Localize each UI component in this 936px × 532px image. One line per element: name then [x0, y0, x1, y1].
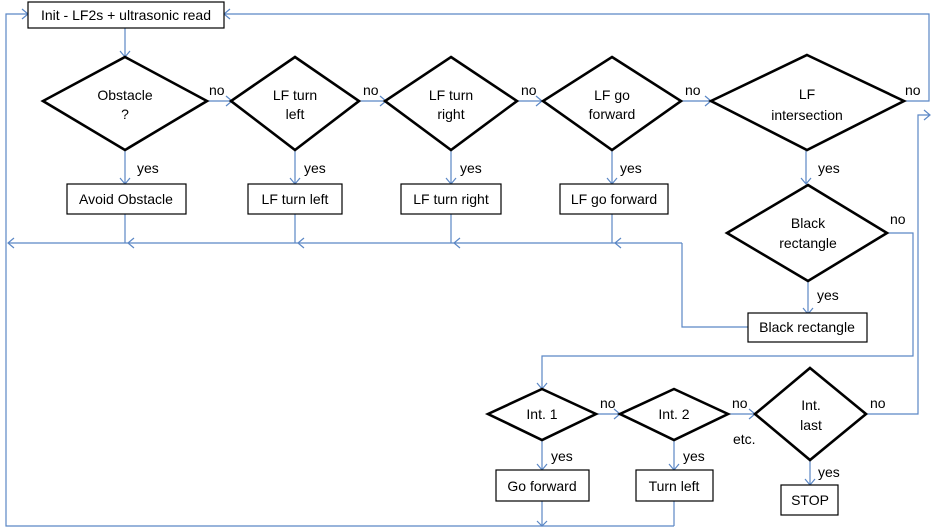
lf-turn-left-q-label-2: left — [286, 106, 305, 122]
go-forward-label: Go forward — [507, 478, 576, 494]
lf-turn-right-q-label: LF turn — [429, 87, 473, 103]
edge-lfinter-no-loop — [224, 13, 930, 102]
lf-intersection-label-2: intersection — [771, 107, 843, 123]
obstacle-label: Obstacle — [97, 87, 152, 103]
arrowhead — [800, 177, 812, 185]
return-line-bottom — [5, 13, 674, 527]
lf-turn-right-decision — [382, 55, 520, 152]
label-no-lfleft: no — [363, 82, 379, 98]
turn-left-label: Turn left — [649, 478, 700, 494]
label-yes-int2: yes — [683, 448, 705, 464]
lf-turn-left-label: LF turn left — [262, 191, 329, 207]
black-rectangle-q-label-2: rectangle — [779, 235, 837, 251]
lf-turn-left-decision — [228, 55, 362, 152]
edge-black-return — [681, 243, 748, 328]
arrowhead — [7, 237, 15, 249]
label-no-obstacle: no — [209, 82, 225, 98]
label-no-int2: no — [732, 395, 748, 411]
avoid-obstacle-box — [66, 183, 187, 215]
label-yes-int1: yes — [551, 448, 573, 464]
turn-left-box — [635, 469, 714, 502]
int-2-decision — [616, 387, 732, 442]
arrowhead — [453, 237, 461, 249]
label-yes-obstacle: yes — [137, 160, 159, 176]
black-rectangle-q-label: Black — [791, 215, 826, 231]
lf-go-forward-box — [559, 183, 669, 215]
edge-black-no — [541, 232, 914, 388]
go-forward-box — [495, 469, 590, 502]
black-rectangle-label: Black rectangle — [759, 319, 855, 335]
int-last-label-2: last — [800, 417, 822, 433]
label-yes-intlast: yes — [818, 464, 840, 480]
label-yes-lffwd: yes — [620, 160, 642, 176]
nodes: Init - LF2s + ultrasonic read Obstacle ?… — [27, 1, 907, 516]
label-yes-black: yes — [817, 287, 839, 303]
label-no-int1: no — [600, 395, 616, 411]
lf-intersection-decision — [708, 53, 907, 152]
label-no-black: no — [890, 211, 906, 227]
arrowhead — [614, 237, 622, 249]
label-yes-lfright: yes — [460, 160, 482, 176]
label-no-lffwd: no — [685, 82, 701, 98]
int-1-decision — [484, 387, 600, 442]
black-rectangle-decision — [724, 183, 890, 283]
lf-turn-left-q-label: LF turn — [273, 87, 317, 103]
lf-go-forward-q-label-2: forward — [589, 106, 636, 122]
black-rectangle-box — [747, 312, 868, 343]
int-last-label: Int. — [801, 397, 820, 413]
label-etc: etc. — [733, 431, 756, 447]
edge-labels: no no no no no yes yes yes yes yes no ye… — [137, 82, 921, 480]
lf-intersection-label: LF — [799, 86, 815, 102]
lf-go-forward-q-label: LF go — [594, 87, 630, 103]
arrowhead — [127, 237, 135, 249]
int-2-label: Int. 2 — [658, 406, 689, 422]
label-no-intlast: no — [870, 395, 886, 411]
label-yes-lfleft: yes — [304, 160, 326, 176]
obstacle-decision — [40, 55, 210, 152]
init-box — [27, 1, 225, 29]
int-1-label: Int. 1 — [526, 406, 557, 422]
label-yes-lfinter: yes — [818, 160, 840, 176]
lf-turn-right-label: LF turn right — [413, 191, 489, 207]
init-label: Init - LF2s + ultrasonic read — [41, 7, 211, 23]
arrowhead — [923, 109, 931, 121]
stop-label: STOP — [791, 492, 829, 508]
edges — [5, 8, 931, 527]
edge-intlast-no — [866, 114, 929, 415]
label-no-lfinter: no — [905, 82, 921, 98]
lf-turn-left-box — [247, 183, 343, 215]
lf-go-forward-decision — [540, 55, 684, 152]
lf-turn-right-box — [400, 183, 502, 215]
avoid-obstacle-label: Avoid Obstacle — [79, 191, 173, 207]
stop-box — [780, 484, 839, 516]
lf-turn-right-q-label-2: right — [437, 106, 464, 122]
arrowhead — [297, 237, 305, 249]
label-no-lfright: no — [521, 82, 537, 98]
lf-go-forward-label: LF go forward — [571, 191, 657, 207]
int-last-decision — [752, 366, 869, 462]
obstacle-label-2: ? — [121, 106, 129, 122]
